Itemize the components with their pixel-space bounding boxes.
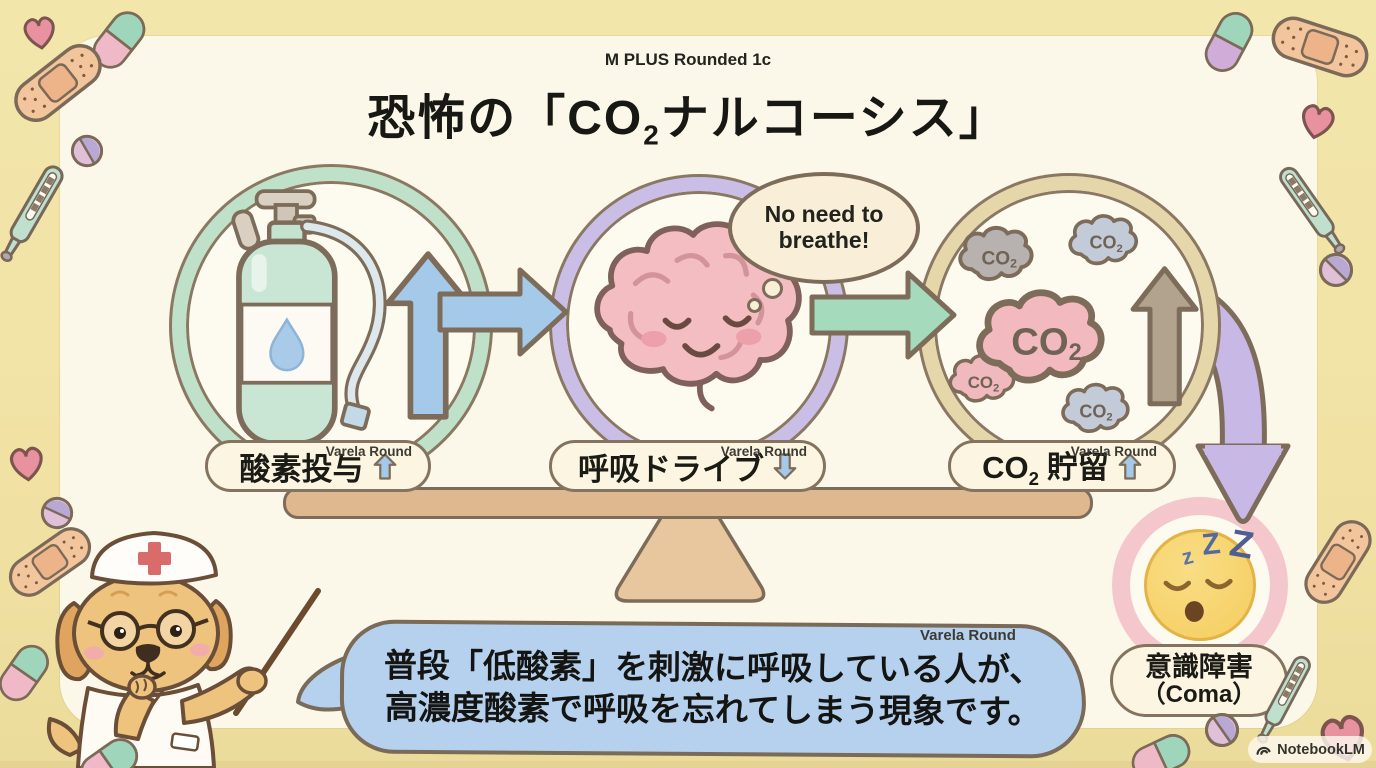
round-pill-icon bbox=[1318, 252, 1354, 288]
pill-font-label: Varela Round bbox=[1070, 444, 1157, 459]
page-title: 恐怖の「CO2ナルコーシス」 bbox=[367, 92, 1009, 151]
co2-clouds-icon: CO2 CO2 CO2 CO2 CO2 bbox=[948, 214, 1199, 434]
brain-icon bbox=[594, 221, 802, 412]
co2-text: CO2 bbox=[1079, 401, 1112, 423]
pill-font-label: Varela Round bbox=[325, 444, 412, 459]
title-font-label: M PLUS Rounded 1c bbox=[604, 50, 772, 69]
label-respiratory-drive: Varela Round 呼吸ドライブ bbox=[549, 440, 826, 492]
red-cross-icon bbox=[138, 542, 171, 575]
oxygen-tank-icon bbox=[231, 189, 472, 447]
thought-bubble-dot bbox=[762, 278, 783, 299]
notebooklm-logo-icon bbox=[1256, 746, 1271, 755]
increase-arrow-icon bbox=[384, 251, 472, 420]
label-oxygen-supply: Varela Round 酸素投与 bbox=[205, 440, 431, 492]
label-coma: 意識障害 （Coma） bbox=[1110, 644, 1288, 717]
co2-text: CO2 bbox=[1089, 233, 1122, 255]
zzz-sleep-icon: z Z Z bbox=[1179, 522, 1257, 570]
table-edge-strip bbox=[0, 761, 1376, 768]
co2-text-large: CO2 bbox=[1011, 320, 1082, 366]
sleeping-face-icon bbox=[1144, 529, 1256, 641]
increase-arrow-icon bbox=[1130, 266, 1199, 407]
capsule-icon bbox=[1123, 723, 1199, 768]
co2-text: CO2 bbox=[968, 373, 1000, 394]
heart-icon bbox=[1292, 98, 1342, 148]
heart-icon bbox=[4, 442, 50, 488]
thought-bubble: No need to breathe! bbox=[728, 172, 920, 284]
nurse-dog-icon bbox=[47, 531, 321, 768]
coma-face-ring bbox=[1112, 497, 1288, 673]
notebooklm-watermark: NotebookLM bbox=[1248, 736, 1372, 763]
thought-bubble-dot bbox=[747, 298, 762, 313]
oxygen-circle bbox=[172, 167, 490, 485]
pill-font-label: Varela Round bbox=[720, 444, 807, 459]
co2-text: CO2 bbox=[981, 248, 1017, 270]
round-pill-icon bbox=[1201, 709, 1243, 751]
speech-font-label: Varela Round bbox=[920, 627, 1016, 644]
co2-circle: CO2 CO2 CO2 CO2 CO2 bbox=[920, 176, 1218, 474]
heart-icon bbox=[17, 11, 62, 56]
